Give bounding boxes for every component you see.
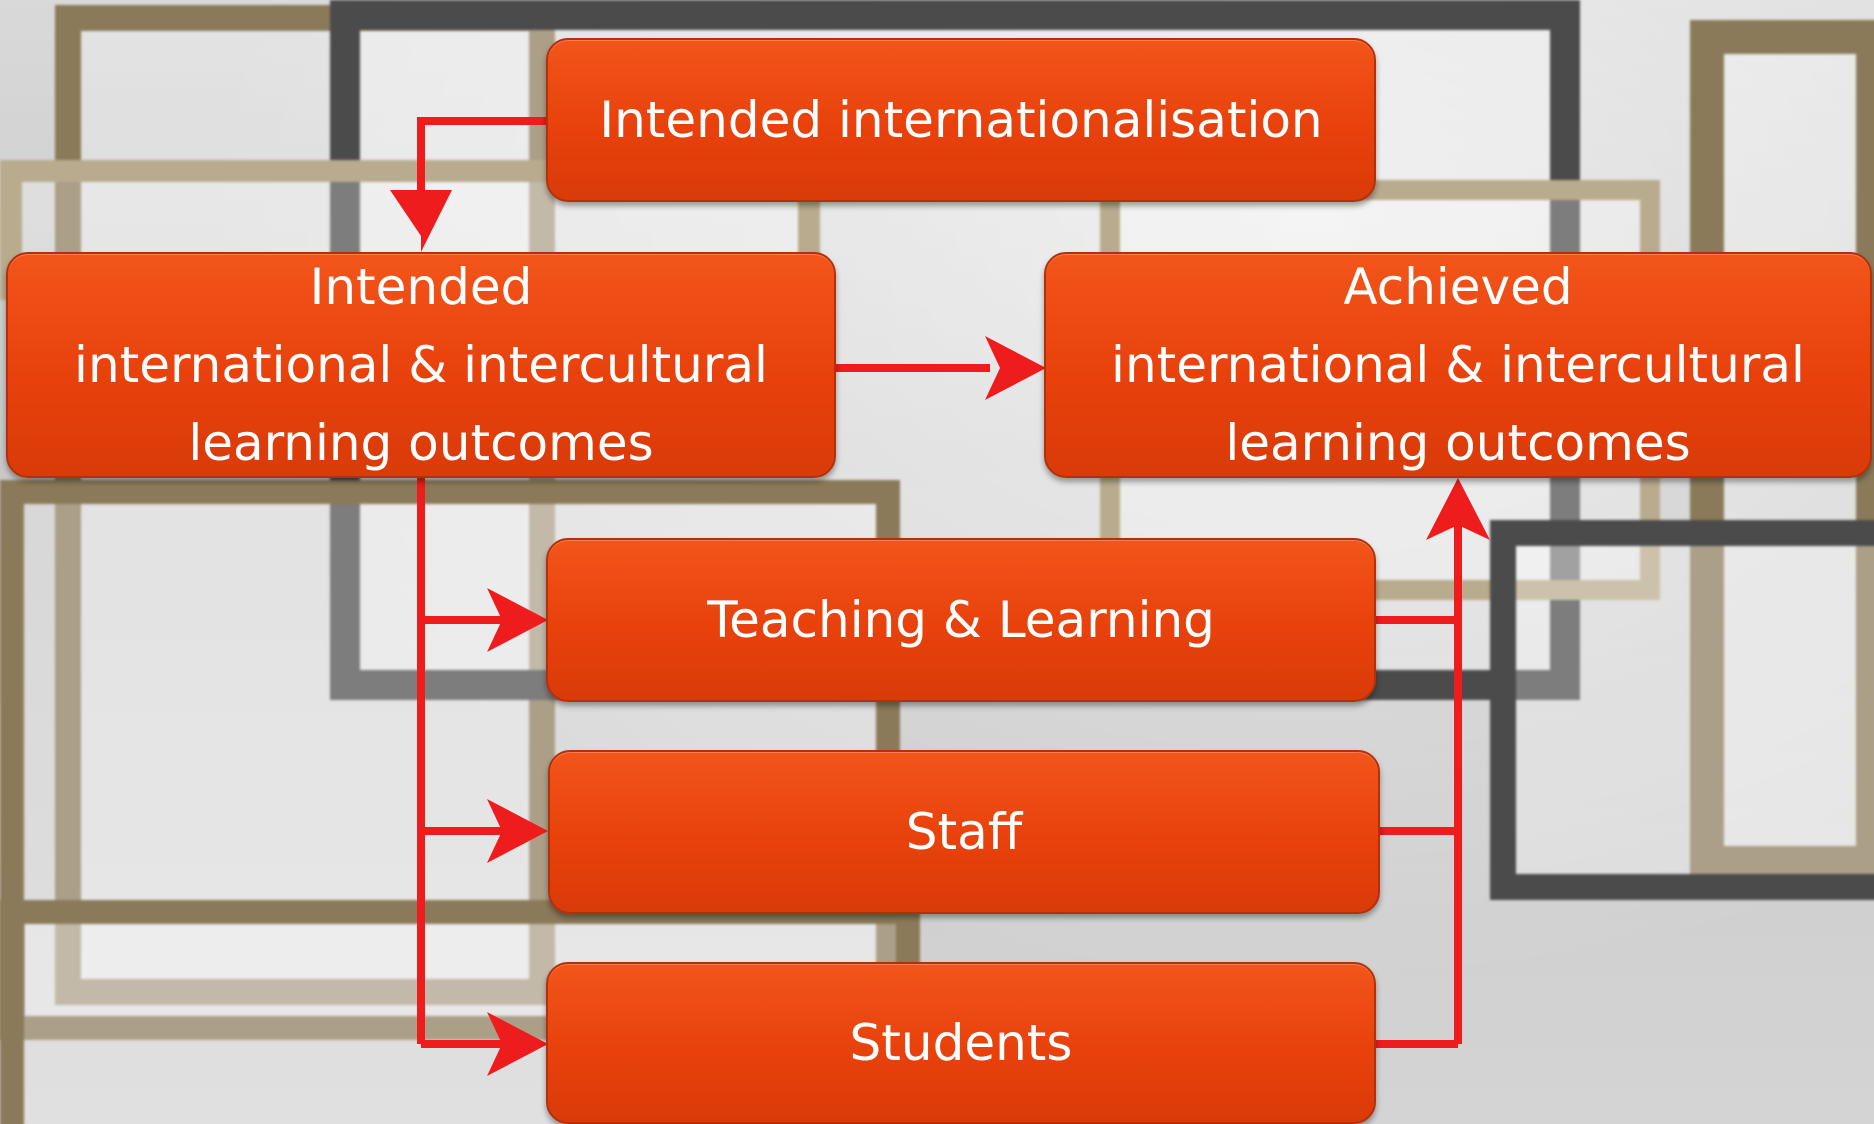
- node-label-line-3: learning outcomes: [188, 414, 654, 472]
- node-label: Teaching & Learning: [707, 591, 1215, 649]
- node-label: Intended internationalisation: [599, 91, 1323, 149]
- node-label: Students: [849, 1014, 1073, 1072]
- node-label: Staff: [905, 803, 1023, 861]
- node-teaching-learning: Teaching & Learning: [546, 538, 1376, 702]
- background-frame: [1490, 520, 1874, 900]
- node-label-line-1: Achieved: [1343, 258, 1573, 316]
- node-label-line-2: international & intercultural: [74, 336, 768, 394]
- node-intended-outcomes: Intended international & intercultural l…: [6, 252, 836, 478]
- node-staff: Staff: [548, 750, 1380, 914]
- node-achieved-outcomes: Achieved international & intercultural l…: [1044, 252, 1872, 478]
- node-intended-internationalisation: Intended internationalisation: [546, 38, 1376, 202]
- node-students: Students: [546, 962, 1376, 1124]
- node-label-line-2: international & intercultural: [1111, 336, 1805, 394]
- node-label-line-3: learning outcomes: [1225, 414, 1691, 472]
- node-label-line-1: Intended: [309, 258, 533, 316]
